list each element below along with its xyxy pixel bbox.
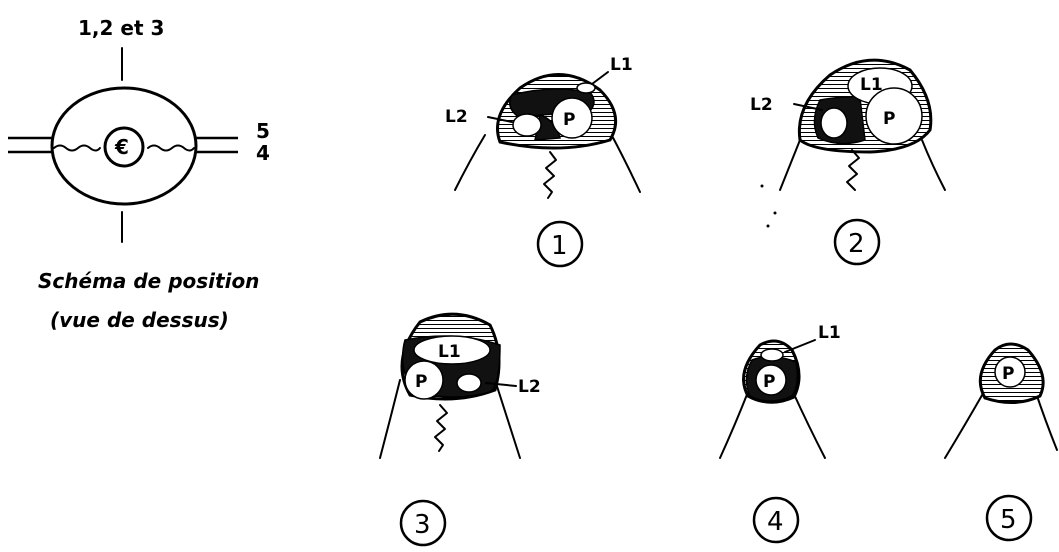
position-schema: 1,2 et 3 € 5 4 Schéma de position (vue d… (8, 16, 270, 332)
schema-caption-line1: Schéma de position (38, 269, 259, 293)
section-2-right-wall (921, 139, 946, 191)
section-2-cavity-p (865, 87, 923, 145)
section-4-cavity-l1 (760, 348, 784, 362)
section-5-label-p: P (1002, 364, 1014, 384)
section-3-number: 3 (414, 510, 431, 540)
speck (773, 211, 777, 215)
section-1-label-p: P (563, 110, 575, 130)
section-4-label-l1: L1 (818, 323, 841, 343)
section-3-left-wall (379, 379, 401, 459)
section-1-pointer-l1 (591, 71, 609, 85)
section-3-label-l2: L2 (518, 377, 541, 397)
section-2-cavity-l2 (820, 107, 848, 139)
section-3-pointer-l2 (485, 382, 517, 387)
section-2-label-l2: L2 (750, 95, 773, 115)
scan-specks (760, 184, 777, 228)
section-3-label-l1: L1 (438, 342, 461, 362)
section-3-cavity-l2 (456, 373, 482, 393)
speck (766, 224, 770, 228)
section-4-left-wall (719, 391, 749, 459)
section-3-label-p: P (415, 372, 427, 392)
section-1-number: 1 (551, 231, 568, 261)
section-5-number-circle (985, 494, 1033, 542)
schema-center-symbol: € (114, 135, 129, 159)
section-4-number: 4 (767, 507, 784, 537)
schema-top-label: 1,2 et 3 (78, 16, 164, 40)
section-1-cavity-p (551, 97, 593, 139)
section-5: P 5 (944, 342, 1058, 542)
section-2-label-p: P (883, 109, 895, 129)
section-3-cavity-p (404, 360, 444, 400)
section-1-pointer-l2 (487, 116, 513, 123)
section-2-left-wall (779, 139, 801, 191)
section-1-cavity-l1 (576, 82, 596, 94)
section-3: P L1 L2 3 (379, 312, 541, 547)
section-1-left-wall (454, 134, 486, 191)
section-5-cavity-p (994, 356, 1026, 388)
section-1-label-l1: L1 (610, 55, 633, 75)
section-2-pointer-l2 (793, 103, 823, 111)
section-2-wavy-cut (846, 149, 860, 191)
schema-wavy-left (53, 144, 101, 152)
section-1: P L1 L2 1 (445, 55, 641, 268)
speck (760, 184, 764, 188)
section-4-right-wall (792, 391, 826, 459)
section-5-left-wall (944, 389, 986, 459)
section-4-pointer-l1 (784, 339, 816, 353)
section-2-number: 2 (848, 229, 865, 259)
schema-wavy-right (147, 144, 195, 152)
section-4-label-p: P (763, 372, 775, 392)
section-1-number-circle (536, 220, 584, 268)
section-3-cavity-l1 (413, 335, 491, 365)
section-4: P L1 4 (719, 323, 841, 544)
section-3-right-wall (494, 379, 521, 459)
section-1-cavity-l2 (512, 113, 542, 137)
section-1-wavy-cut (543, 151, 557, 199)
section-5-right-wall (1034, 389, 1058, 451)
section-4-cavity-p (755, 364, 787, 396)
section-2-number-circle (833, 218, 881, 266)
schema-right-label-5: 5 (256, 119, 270, 143)
section-3-wavy-cut (434, 404, 448, 452)
schema-center-circle (103, 126, 145, 168)
section-4-number-circle (752, 496, 800, 544)
section-5-number: 5 (1000, 505, 1017, 535)
section-3-number-circle (399, 499, 447, 547)
schema-right-label-4: 4 (256, 141, 270, 165)
section-1-label-l2: L2 (445, 107, 468, 127)
section-1-right-wall (609, 131, 641, 193)
schema-caption-line2: (vue de dessus) (50, 308, 229, 332)
section-2-label-l1: L1 (860, 75, 883, 95)
section-2: P L1 L2 2 (750, 58, 946, 266)
